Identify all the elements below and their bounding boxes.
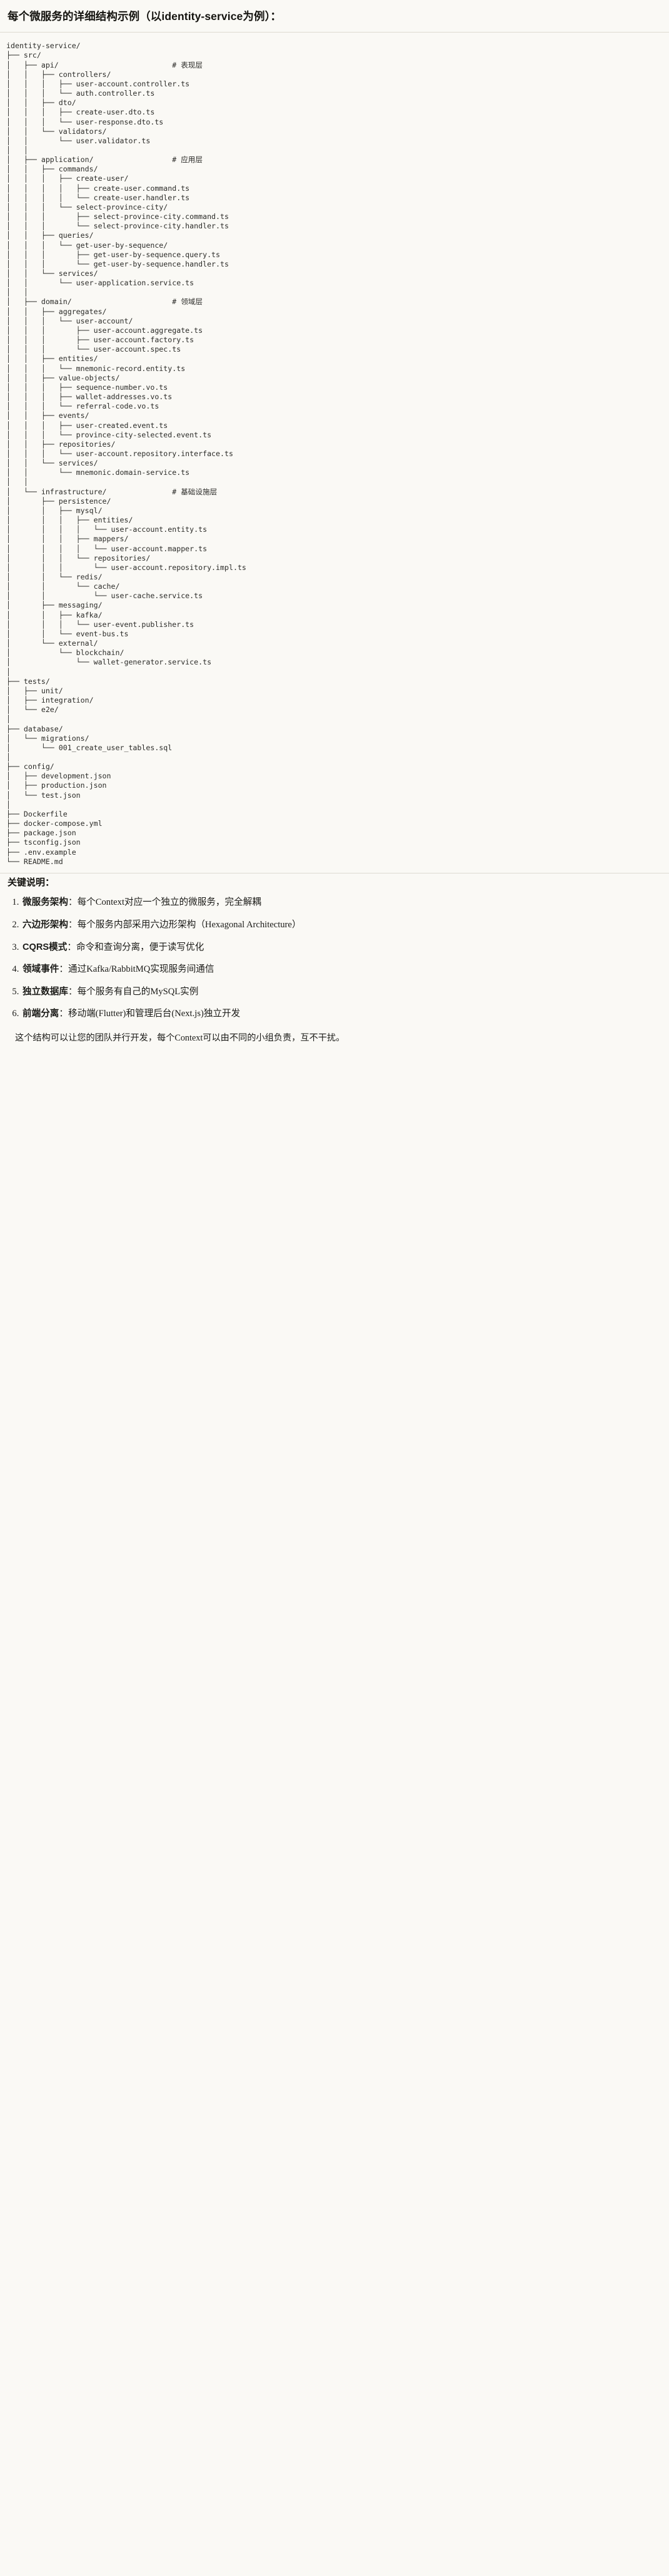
note-description: 每个Context对应一个独立的微服务，完全解耦 xyxy=(77,897,261,908)
note-separator: ： xyxy=(68,986,78,997)
note-term: 六边形架构 xyxy=(23,919,68,930)
note-term: 独立数据库 xyxy=(23,986,68,997)
title-divider xyxy=(0,32,669,33)
note-separator: ： xyxy=(68,897,78,908)
note-description: 每个服务内部采用六边形架构（Hexagonal Architecture） xyxy=(77,919,301,930)
closing-paragraph: 这个结构可以让您的团队并行开发，每个Context可以由不同的小组负责，互不干扰… xyxy=(15,1033,345,1043)
note-term: CQRS模式 xyxy=(23,942,68,952)
note-description: 命令和查询分离，便于读写优化 xyxy=(76,942,204,952)
list-item: 领域事件：通过Kafka/RabbitMQ实现服务间通信 xyxy=(21,962,661,977)
note-term: 前端分离 xyxy=(23,1009,59,1019)
key-notes-list: 微服务架构：每个Context对应一个独立的微服务，完全解耦 六边形架构：每个服… xyxy=(8,895,661,1021)
directory-tree-block: identity-service/ ├── src/ │ ├── api/ # … xyxy=(0,33,669,873)
note-term: 领域事件 xyxy=(23,964,59,975)
directory-tree: identity-service/ ├── src/ │ ├── api/ # … xyxy=(6,41,246,866)
list-item: 六边形架构：每个服务内部采用六边形架构（Hexagonal Architectu… xyxy=(21,918,661,932)
note-separator: ： xyxy=(67,942,76,952)
list-item: CQRS模式：命令和查询分离，便于读写优化 xyxy=(21,940,661,955)
note-description: 移动端(Flutter)和管理后台(Next.js)独立开发 xyxy=(68,1009,241,1019)
note-separator: ： xyxy=(59,964,68,975)
note-term: 微服务架构 xyxy=(23,897,68,908)
list-item: 独立数据库：每个服务有自己的MySQL实例 xyxy=(21,985,661,999)
note-separator: ： xyxy=(59,1009,68,1019)
document-page: 每个微服务的详细结构示例（以identity-service为例）： ident… xyxy=(0,0,669,1058)
note-description: 每个服务有自己的MySQL实例 xyxy=(77,986,199,997)
key-notes-title: 关键说明： xyxy=(8,877,55,888)
list-item: 前端分离：移动端(Flutter)和管理后台(Next.js)独立开发 xyxy=(21,1007,661,1021)
note-description: 通过Kafka/RabbitMQ实现服务间通信 xyxy=(68,964,214,975)
note-separator: ： xyxy=(68,919,78,930)
list-item: 微服务架构：每个Context对应一个独立的微服务，完全解耦 xyxy=(21,895,661,910)
page-title: 每个微服务的详细结构示例（以identity-service为例）： xyxy=(8,10,282,23)
key-notes-section: 关键说明： 微服务架构：每个Context对应一个独立的微服务，完全解耦 六边形… xyxy=(0,873,669,1058)
